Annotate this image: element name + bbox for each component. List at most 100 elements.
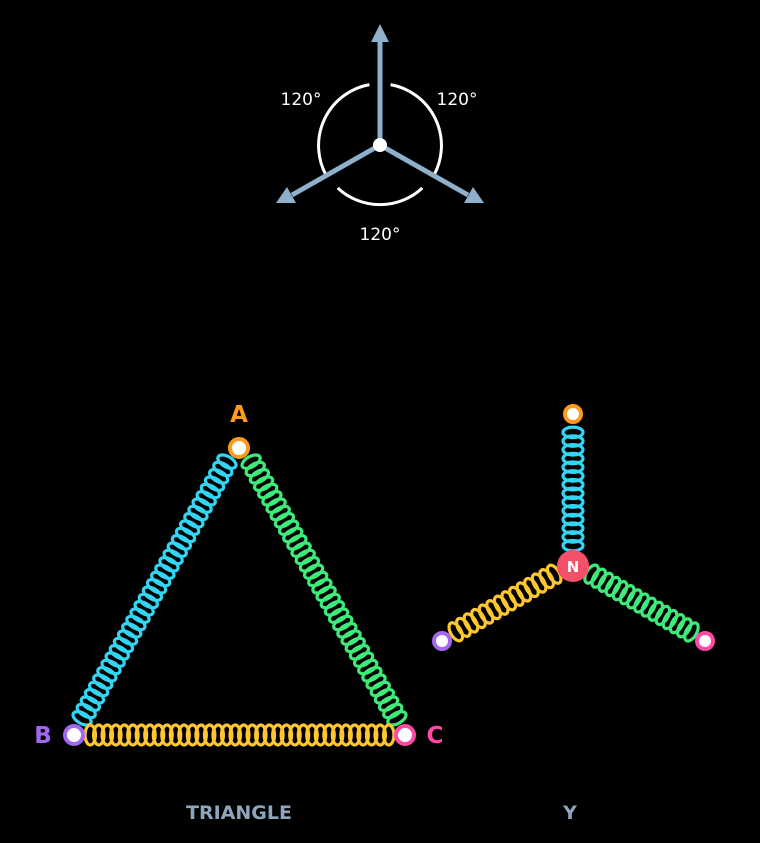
coil-loop xyxy=(154,563,176,580)
phasor-arrow-right xyxy=(378,142,470,198)
coil-loop xyxy=(125,614,147,632)
coil-loop xyxy=(538,568,555,590)
coil-n-b xyxy=(447,563,563,643)
coil-loop xyxy=(277,519,300,536)
neutral-label: N xyxy=(567,558,580,576)
coil-loop xyxy=(104,651,126,668)
coil-loop xyxy=(219,723,234,747)
coil-loop xyxy=(162,548,184,566)
coil-loop xyxy=(315,585,337,602)
coil-loop xyxy=(212,460,234,478)
coil-loop xyxy=(523,576,540,599)
coil-loop xyxy=(339,723,353,747)
coil-loop xyxy=(561,503,585,518)
coil-loop xyxy=(675,617,693,639)
coil-loop xyxy=(377,695,400,712)
coil-loop xyxy=(187,504,209,522)
coil-loop xyxy=(183,512,205,529)
coil-loop xyxy=(633,592,650,614)
node-c-label: C xyxy=(427,723,444,749)
coil-loop xyxy=(611,579,629,602)
coil-loop xyxy=(508,585,525,607)
coil-loop xyxy=(668,613,686,635)
coil-loop xyxy=(195,490,217,507)
coil-loop xyxy=(160,723,174,747)
coil-loop xyxy=(121,622,143,639)
coil-loop xyxy=(382,702,404,720)
coil-loop xyxy=(347,723,362,747)
wye-node-c xyxy=(695,631,715,651)
triangle-connection: A B C TRIANGLE xyxy=(34,402,443,824)
coil-loop xyxy=(129,607,151,624)
coil-loop xyxy=(245,723,260,747)
coil-loop xyxy=(313,723,328,747)
coil-loop xyxy=(330,723,345,747)
coil-loop xyxy=(348,644,371,661)
node-c xyxy=(394,724,416,746)
coil-loop xyxy=(228,723,243,747)
coil-loop xyxy=(307,570,329,588)
coil-loop xyxy=(290,541,312,558)
coil-loop xyxy=(79,695,102,712)
coil-loop xyxy=(561,469,585,483)
angle-arc-left xyxy=(317,83,370,177)
coil-loop xyxy=(361,666,383,683)
coil-loop xyxy=(170,534,193,551)
coil-loop xyxy=(298,556,321,573)
coil-loop xyxy=(561,451,585,466)
coil-loop xyxy=(515,581,533,603)
coil-loop xyxy=(640,596,657,618)
coil-loop xyxy=(357,658,379,676)
coil-loop xyxy=(96,666,118,683)
coil-loop xyxy=(261,490,283,507)
coil-loop xyxy=(288,723,302,747)
coil-loop xyxy=(344,636,366,654)
coil-loop xyxy=(168,723,183,747)
coil-loop xyxy=(100,723,115,747)
coil-loop xyxy=(194,723,208,747)
coil-loop xyxy=(117,723,132,747)
coil-loop xyxy=(203,475,226,492)
node-b xyxy=(63,724,85,746)
angle-label-left: 120° xyxy=(281,90,322,110)
coil-loop xyxy=(91,723,106,747)
wye-caption: Y xyxy=(562,802,577,824)
phasor-origin xyxy=(373,138,387,152)
coil-loop xyxy=(336,622,358,639)
coil-loop xyxy=(322,723,336,747)
coil-loop xyxy=(279,723,294,747)
node-b-label: B xyxy=(34,723,52,749)
coil-loop xyxy=(158,556,180,573)
coil-loop xyxy=(151,723,166,747)
coil-loop xyxy=(561,486,585,501)
coil-loop xyxy=(618,584,636,606)
wye-node-a xyxy=(563,404,583,424)
coil-loop xyxy=(626,588,643,610)
coil-n-a xyxy=(561,425,585,553)
coil-loop xyxy=(112,636,135,654)
coil-loop xyxy=(87,680,110,698)
coil-b-c xyxy=(83,723,396,747)
coil-loop xyxy=(141,585,164,602)
coil-loop xyxy=(273,512,296,529)
coil-loop xyxy=(211,723,225,747)
triangle-caption: TRIANGLE xyxy=(186,802,292,824)
coil-loop xyxy=(381,723,396,747)
coil-loop xyxy=(352,651,375,668)
coil-loop xyxy=(319,592,341,610)
coil-loop xyxy=(561,442,585,457)
coil-loop xyxy=(271,723,285,747)
coil-loop xyxy=(364,723,379,747)
coil-loop xyxy=(654,604,672,627)
angle-label-bottom: 120° xyxy=(360,225,401,245)
coil-loop xyxy=(500,590,518,612)
coil-loop xyxy=(647,600,665,622)
phasor-arrowhead-right xyxy=(464,187,484,203)
coil-loop xyxy=(447,621,465,643)
coil-loop xyxy=(83,723,98,747)
coil-loop xyxy=(265,497,287,514)
coil-loop xyxy=(369,680,391,698)
coil-loop xyxy=(604,575,622,598)
coil-a-b xyxy=(71,453,238,727)
